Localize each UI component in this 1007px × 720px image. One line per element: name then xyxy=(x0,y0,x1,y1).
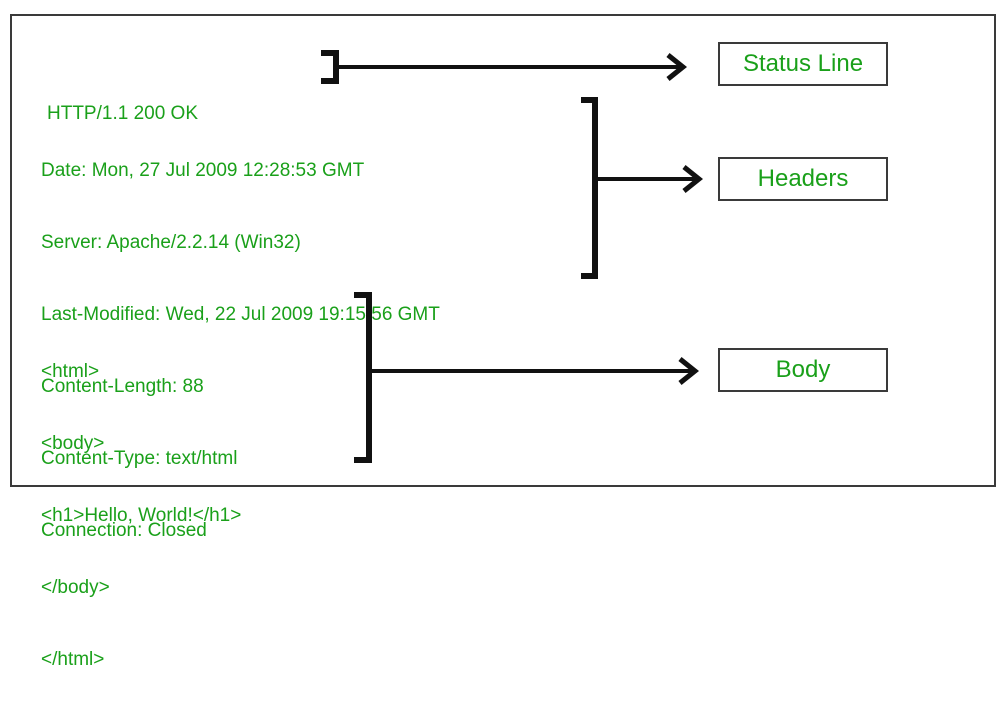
label-box-body-text: Body xyxy=(775,356,831,383)
label-box-status-line-text: Status Line xyxy=(742,50,864,77)
label-box-body[interactable]: Body xyxy=(718,348,888,392)
header-line-content-length: Content-Length: 88 xyxy=(41,376,204,397)
label-box-headers[interactable]: Headers xyxy=(718,157,888,201)
diagram-frame xyxy=(10,14,996,487)
diagram-canvas: HTTP/1.1 200 OK Date: Mon, 27 Jul 2009 1… xyxy=(10,14,996,670)
label-box-headers-text: Headers xyxy=(757,165,849,192)
header-line-date: Date: Mon, 27 Jul 2009 12:28:53 GMT xyxy=(41,160,365,181)
header-line-last-modified: Last-Modified: Wed, 22 Jul 2009 19:15:56… xyxy=(41,304,440,325)
body-line-h1: <h1>Hello, World!</h1> xyxy=(41,505,242,526)
body-line-body-close: </body> xyxy=(41,577,110,598)
body-line-body-open: <body> xyxy=(41,433,105,454)
body-line-html-close: </html> xyxy=(41,649,105,670)
header-line-content-type: Content-Type: text/html xyxy=(41,448,238,469)
label-box-status-line[interactable]: Status Line xyxy=(718,42,888,86)
header-line-server: Server: Apache/2.2.14 (Win32) xyxy=(41,232,301,253)
status-line-text-block: HTTP/1.1 200 OK xyxy=(47,54,198,174)
body-line-html-open: <html> xyxy=(41,361,100,382)
status-line-line-0: HTTP/1.1 200 OK xyxy=(47,103,199,124)
body-text-block: <html> <body> <h1>Hello, World!</h1> </b… xyxy=(41,312,241,720)
